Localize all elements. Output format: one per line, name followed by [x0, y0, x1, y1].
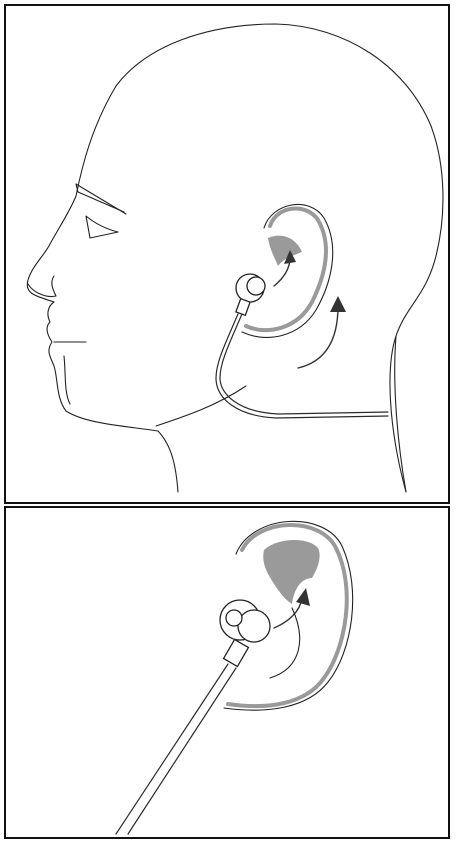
rotate-arrowhead: [330, 296, 346, 312]
head-outline: [27, 24, 443, 492]
earbud-inner: [247, 277, 265, 295]
ear-outer-highlight: [246, 209, 326, 331]
ear-concha: [268, 236, 302, 266]
chin: [64, 356, 70, 404]
ear-closeup-illustration: [6, 508, 448, 837]
earbud-inner: [238, 610, 270, 642]
cable-2: [128, 668, 236, 834]
panel-ear-closeup: [4, 506, 450, 839]
earbud-stem: [224, 639, 249, 666]
ear-antihelix: [270, 608, 300, 678]
eye: [86, 216, 118, 238]
ear-hook-arrowhead: [296, 588, 310, 606]
cable-2: [220, 314, 388, 414]
ear-concha: [263, 540, 319, 604]
panel-head-side-view: [4, 4, 450, 504]
earbud-tip: [226, 610, 242, 626]
earbud-stem: [236, 299, 250, 316]
cable-1: [216, 314, 388, 418]
head-illustration: [6, 6, 448, 502]
cable-1: [116, 664, 228, 834]
